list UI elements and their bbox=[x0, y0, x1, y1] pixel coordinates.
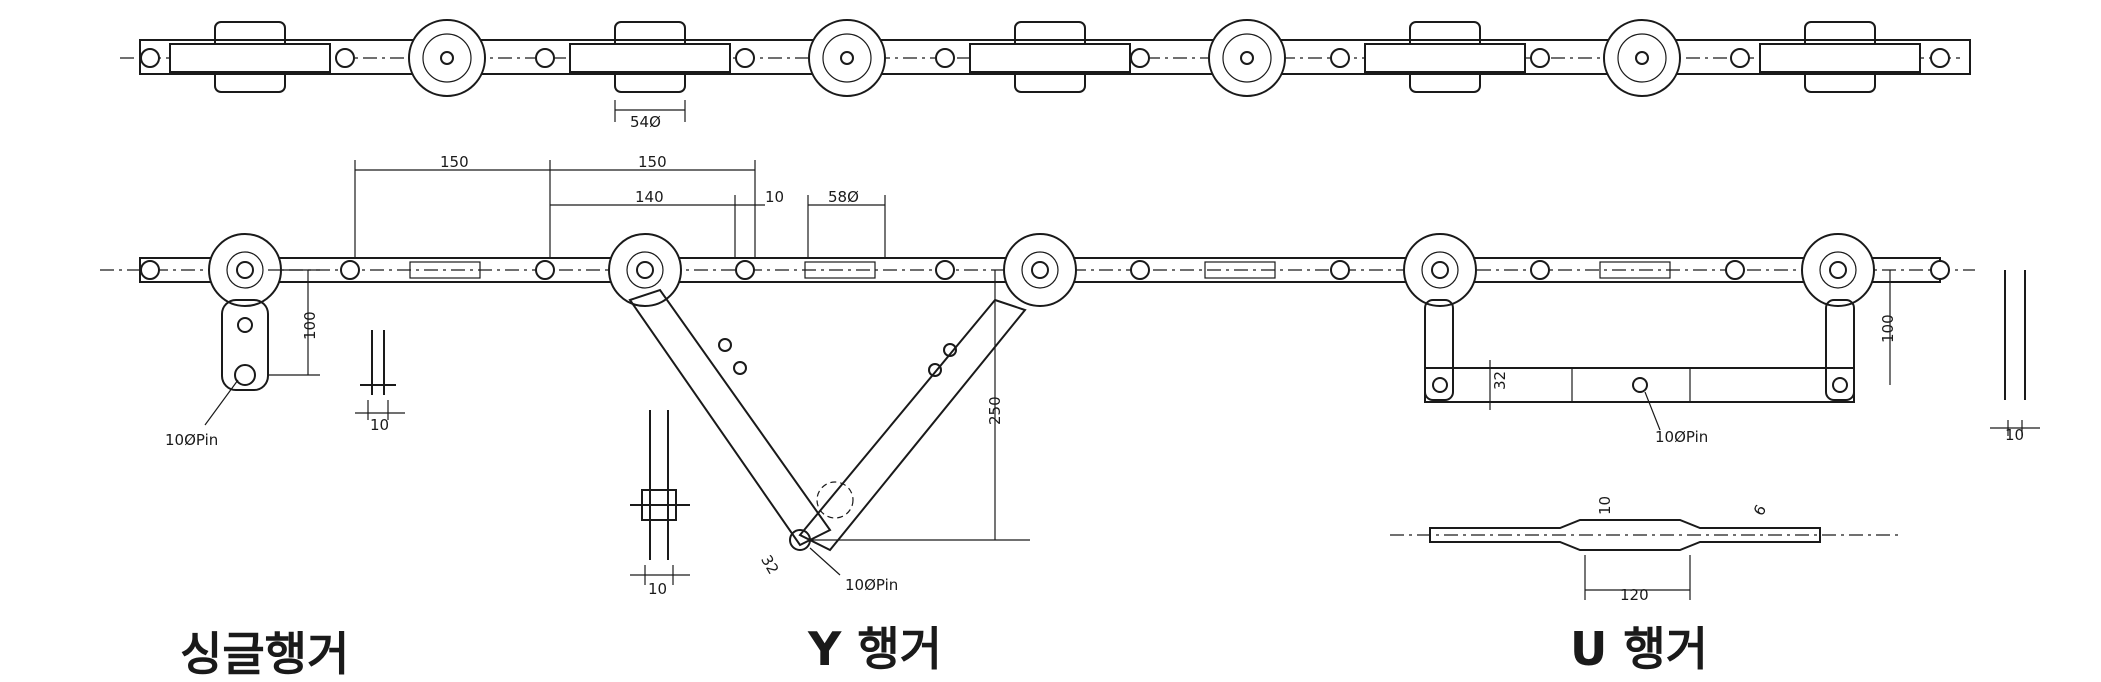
dim-u-h6: 6 bbox=[1750, 502, 1770, 519]
dim-u-h10: 10 bbox=[1596, 496, 1614, 515]
u-side-detail: 10 bbox=[1990, 270, 2040, 444]
dim-u-len: 120 bbox=[1620, 586, 1649, 604]
flange-4 bbox=[1403, 233, 1477, 307]
pin-y-label: 10ØPin bbox=[845, 576, 898, 594]
roller-block-1 bbox=[169, 21, 331, 93]
caption-u-hanger: U 행거 bbox=[1570, 622, 1708, 676]
dim-width-y: 10 bbox=[648, 580, 667, 598]
dim-pitch-a: 150 bbox=[440, 153, 469, 171]
roller-block-4 bbox=[1364, 21, 1526, 93]
dim-u-drop: 100 bbox=[1879, 314, 1897, 343]
top-chain: 54Ø bbox=[120, 19, 1971, 131]
dim-single-drop: 100 bbox=[301, 311, 319, 340]
dim-width-single: 10 bbox=[370, 416, 389, 434]
wheel-4 bbox=[1603, 19, 1681, 97]
caption-y-hanger: Y 행거 bbox=[807, 622, 942, 676]
single-hanger: 100 10ØPin 10 bbox=[165, 269, 405, 449]
dim-y-bar: 32 bbox=[757, 552, 782, 578]
dim-inner: 140 bbox=[635, 188, 664, 206]
single-side-detail: 10 bbox=[355, 330, 405, 434]
dim-y-height: 250 bbox=[986, 396, 1004, 425]
flange-3 bbox=[1003, 233, 1077, 307]
pin-u-label: 10ØPin bbox=[1655, 428, 1708, 446]
wheel-1 bbox=[408, 19, 486, 97]
dim-roller-dia: 54Ø bbox=[630, 113, 661, 131]
flange-1 bbox=[208, 233, 282, 307]
dim-pitch-b: 150 bbox=[638, 153, 667, 171]
y-side-detail: 10 bbox=[630, 410, 690, 598]
pin-single-label: 10ØPin bbox=[165, 431, 218, 449]
flange-2 bbox=[608, 233, 682, 307]
roller-block-2 bbox=[569, 21, 731, 93]
roller-block-5 bbox=[1759, 21, 1921, 93]
dim-link-dia: 58Ø bbox=[828, 188, 859, 206]
y-hanger: 250 32 10ØPin 10 bbox=[628, 270, 1030, 598]
u-plan-detail: 120 10 6 bbox=[1390, 496, 1900, 604]
dim-width-u: 10 bbox=[2005, 426, 2024, 444]
dim-u-bar: 32 bbox=[1491, 371, 1509, 390]
u-hanger: 32 100 10ØPin 10 120 10 6 bbox=[1390, 270, 2040, 604]
main-chain: 150 150 140 10 58Ø bbox=[100, 153, 1975, 307]
flange-5 bbox=[1801, 233, 1875, 307]
roller-block-3 bbox=[969, 21, 1131, 93]
dim-gap: 10 bbox=[765, 188, 784, 206]
caption-single-hanger: 싱글행거 bbox=[180, 627, 349, 681]
wheel-2 bbox=[808, 19, 886, 97]
wheel-3 bbox=[1208, 19, 1286, 97]
